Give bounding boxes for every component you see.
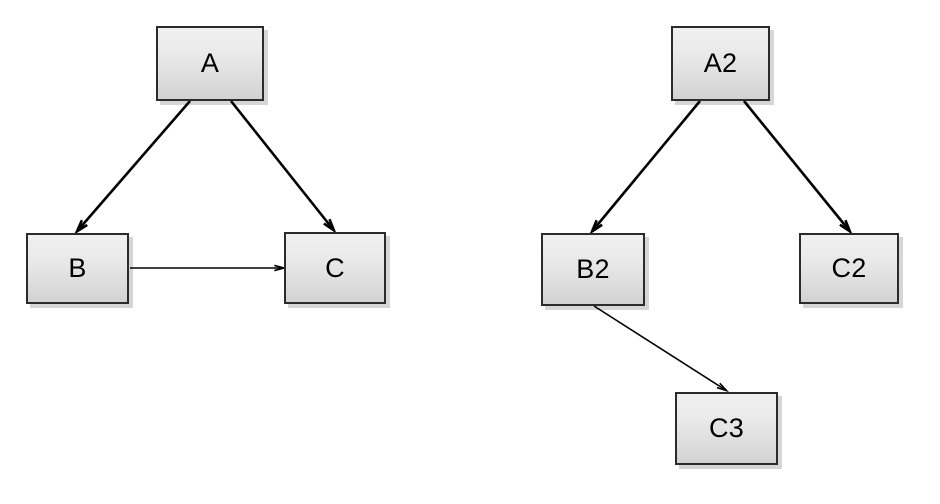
node-label: B bbox=[68, 253, 87, 283]
node-label: C3 bbox=[709, 413, 744, 443]
edge-b2-to-c3 bbox=[593, 305, 730, 393]
arrowhead-icon bbox=[74, 219, 88, 235]
edge-a2-to-c2 bbox=[742, 100, 853, 235]
node-b[interactable]: B bbox=[26, 233, 129, 304]
node-c[interactable]: C bbox=[284, 232, 386, 304]
edge-a-to-b bbox=[74, 100, 191, 235]
edge-line bbox=[593, 305, 725, 390]
edge-b-to-c bbox=[130, 264, 288, 272]
node-c2[interactable]: C2 bbox=[799, 233, 899, 304]
arrowhead-icon bbox=[589, 219, 603, 235]
arrowhead-icon bbox=[274, 264, 288, 272]
node-label: A2 bbox=[703, 48, 738, 78]
node-label: C bbox=[325, 252, 345, 283]
edge-line bbox=[742, 100, 850, 230]
edge-a-to-c bbox=[229, 100, 337, 234]
arrowhead-icon bbox=[323, 218, 337, 234]
edge-line bbox=[78, 100, 191, 230]
edge-a2-to-b2 bbox=[589, 100, 702, 235]
node-b2[interactable]: B2 bbox=[541, 233, 645, 306]
edge-line bbox=[229, 100, 334, 229]
arrowhead-icon bbox=[839, 219, 853, 235]
node-a2[interactable]: A2 bbox=[671, 26, 770, 101]
node-label: B2 bbox=[576, 254, 610, 284]
arrowhead-icon bbox=[716, 382, 730, 393]
node-a[interactable]: A bbox=[156, 26, 264, 101]
node-c3[interactable]: C3 bbox=[675, 392, 778, 465]
edge-line bbox=[592, 100, 702, 230]
node-label: A bbox=[200, 48, 220, 78]
node-label: C2 bbox=[831, 253, 867, 283]
